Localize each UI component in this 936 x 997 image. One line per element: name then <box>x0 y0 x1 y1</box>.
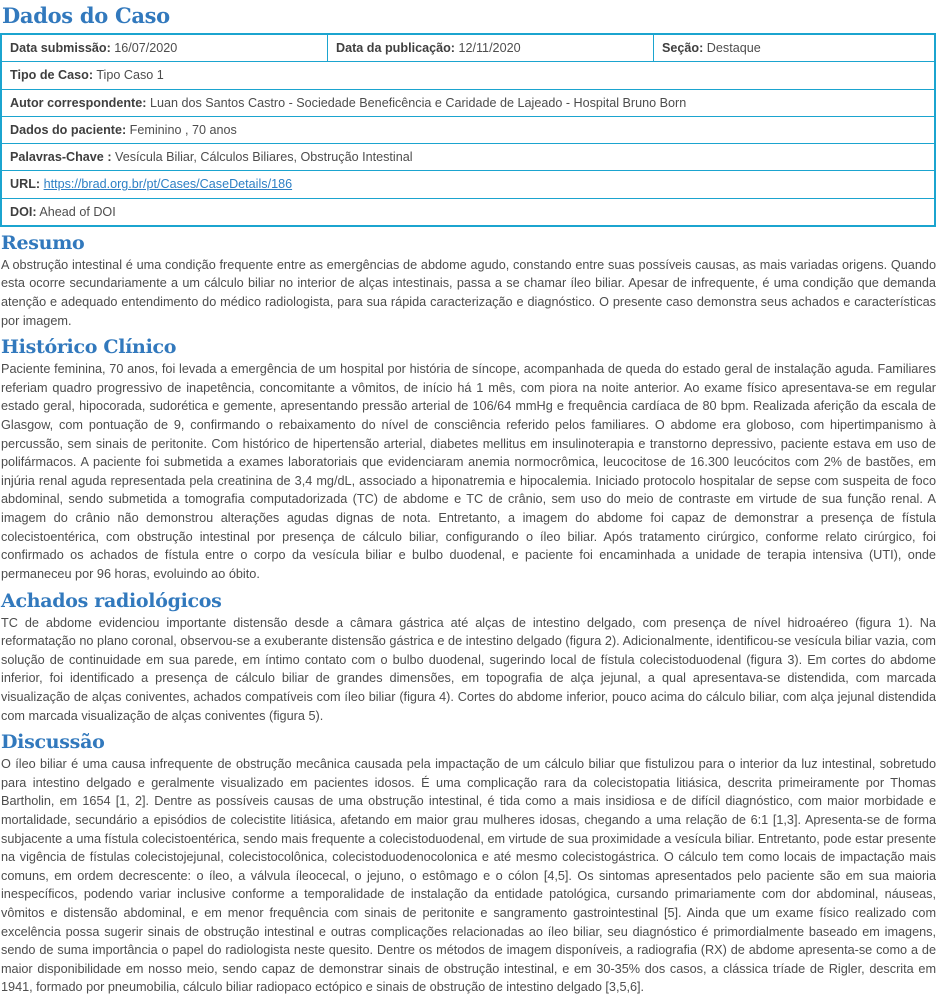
section-resumo: Resumo A obstrução intestinal é uma cond… <box>0 227 936 330</box>
cell-label: Autor correspondente: <box>10 95 147 110</box>
section-body-historico: Paciente feminina, 70 anos, foi levada a… <box>1 362 936 581</box>
cell-value: Luan dos Santos Castro - Sociedade Benef… <box>146 95 687 110</box>
section-heading-resumo: Resumo <box>1 231 85 254</box>
section-achados-radiologicos: Achados radiológicos TC de abdome eviden… <box>0 584 936 726</box>
cell-value: 16/07/2020 <box>110 41 178 55</box>
cell-value: Tipo Caso 1 <box>93 68 164 83</box>
case-metadata-table: Data submissão: 16/07/2020 Data da publi… <box>0 33 936 227</box>
cell-value: Ahead of DOI <box>36 204 116 219</box>
table-cell-publication-date: Data da publicação: 12/11/2020 <box>327 33 654 63</box>
page-title: Dados do Caso <box>2 3 170 28</box>
cell-label: Data submissão: <box>10 41 111 55</box>
table-cell-submission-date: Data submissão: 16/07/2020 <box>0 33 328 63</box>
table-row: Palavras-Chave : Vesícula Biliar, Cálcul… <box>0 142 936 172</box>
cell-label: Data da publicação: <box>336 41 455 55</box>
cell-label: DOI: <box>10 204 37 219</box>
cell-value: 12/11/2020 <box>454 41 521 55</box>
cell-label: Dados do paciente: <box>10 122 127 137</box>
section-heading-achados: Achados radiológicos <box>1 589 222 612</box>
table-row: URL: https://brad.org.br/pt/Cases/CaseDe… <box>0 170 936 199</box>
section-body-resumo: A obstrução intestinal é uma condição fr… <box>1 257 936 328</box>
table-row: DOI: Ahead of DOI <box>0 197 936 227</box>
section-historico-clinico: Histórico Clínico Paciente feminina, 70 … <box>0 330 936 583</box>
case-metadata-body: Data submissão: 16/07/2020 Data da publi… <box>0 33 936 227</box>
table-cell-keywords: Palavras-Chave : Vesícula Biliar, Cálcul… <box>0 142 936 172</box>
table-cell-section: Seção: Destaque <box>653 33 936 63</box>
cell-value: Destaque <box>703 41 761 55</box>
cell-label: Tipo de Caso: <box>10 68 94 83</box>
cell-label: Seção: <box>662 41 704 55</box>
table-cell-patient-data: Dados do paciente: Feminino , 70 anos <box>0 115 936 145</box>
section-heading-discussao: Discussão <box>1 731 105 754</box>
table-cell-doi: DOI: Ahead of DOI <box>0 197 936 227</box>
table-row: Autor correspondente: Luan dos Santos Ca… <box>0 88 936 117</box>
cell-label: Palavras-Chave : <box>10 150 112 164</box>
section-heading-historico: Histórico Clínico <box>1 336 177 359</box>
case-url-link[interactable]: https://brad.org.br/pt/Cases/CaseDetails… <box>43 177 293 192</box>
table-row: Tipo de Caso: Tipo Caso 1 <box>0 61 936 90</box>
section-discussao: Discussão O íleo biliar é uma causa infr… <box>0 725 936 997</box>
table-cell-case-type: Tipo de Caso: Tipo Caso 1 <box>0 61 936 90</box>
cell-label: URL: <box>10 177 41 192</box>
section-body-achados: TC de abdome evidenciou importante diste… <box>1 615 936 723</box>
section-body-discussao: O íleo biliar é uma causa infrequente de… <box>1 757 936 995</box>
table-row: Dados do paciente: Feminino , 70 anos <box>0 115 936 145</box>
cell-value: Feminino , 70 anos <box>126 122 237 137</box>
cell-value: Vesícula Biliar, Cálculos Biliares, Obst… <box>111 150 413 164</box>
table-cell-corresponding-author: Autor correspondente: Luan dos Santos Ca… <box>0 88 936 117</box>
table-row: Data submissão: 16/07/2020 Data da publi… <box>0 33 936 63</box>
table-cell-url: URL: https://brad.org.br/pt/Cases/CaseDe… <box>0 170 936 199</box>
